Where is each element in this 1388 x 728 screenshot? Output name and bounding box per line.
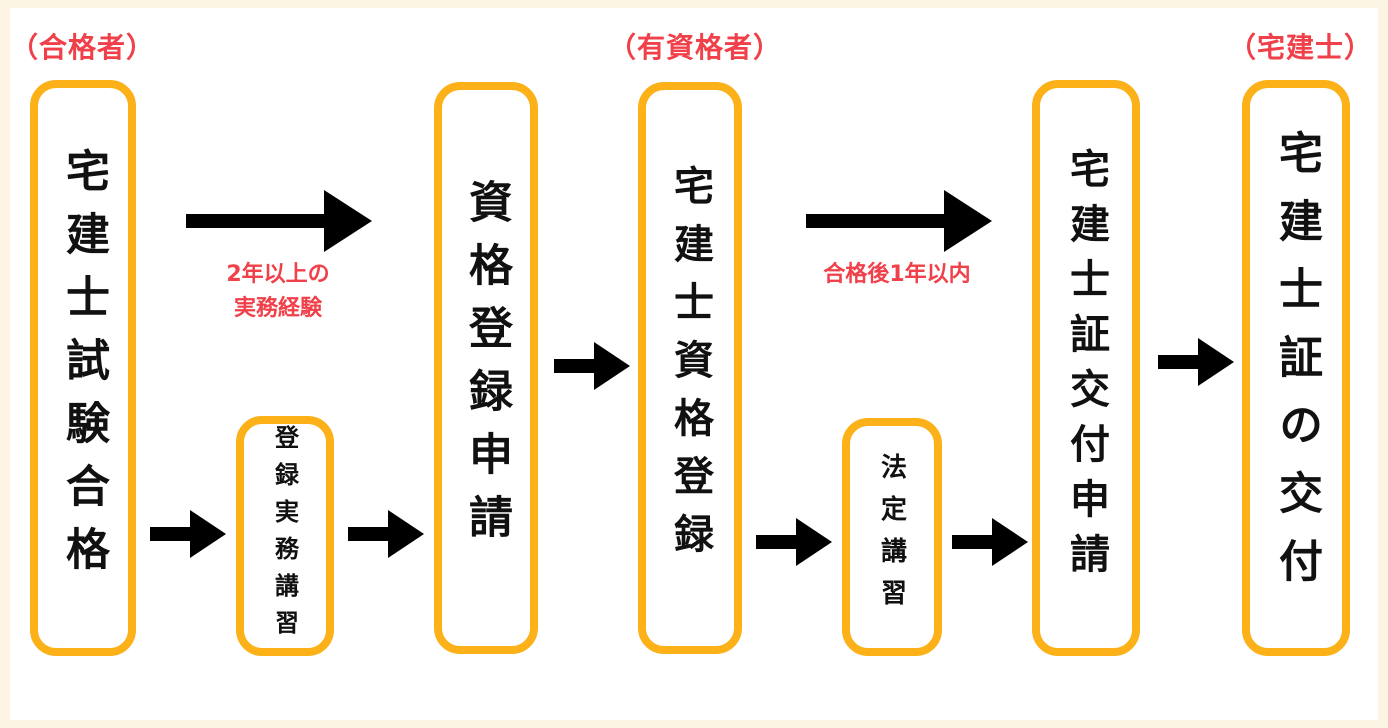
exam-pass-box: 宅建士試験合格 (30, 80, 136, 656)
card-issuance-text: 宅建士証の交付 (1271, 130, 1322, 606)
experience-note: 2年以上の 実務経験 (188, 258, 368, 326)
arrow-right-icon (1158, 338, 1234, 386)
within-year-note: 合格後1年以内 (823, 262, 971, 287)
registration-application-text: 資格登録申請 (461, 179, 512, 557)
long-arrow-right-icon (806, 190, 992, 252)
passer-label: （合格者） (10, 31, 156, 64)
registration-application-box: 資格登録申請 (434, 82, 538, 654)
qualified-label: （有資格者） (608, 31, 783, 64)
registration-training-box: 登録実務講習 (236, 416, 334, 656)
exam-pass-text: 宅建士試験合格 (58, 147, 109, 589)
arrow-right-icon (150, 510, 226, 558)
arrow-right-icon (952, 518, 1028, 566)
arrow-right-icon (348, 510, 424, 558)
experience-note-line2: 実務経験 (233, 296, 322, 321)
arrow-right-icon (756, 518, 832, 566)
long-arrow-right-icon (186, 190, 372, 252)
qualification-registration-text: 宅建士資格登録 (667, 165, 713, 571)
arrow-right-icon (554, 342, 630, 390)
qualification-registration-box: 宅建士資格登録 (638, 82, 742, 654)
experience-note-line1: 2年以上の (226, 262, 330, 287)
registration-training-text: 登録実務講習 (270, 425, 299, 647)
card-application-text: 宅建士証交付申請 (1063, 148, 1109, 588)
diagram-canvas: （合格者） （有資格者） （宅建士） 宅建士試験合格 登録実務講習 資格登録申請… (10, 8, 1378, 720)
card-application-box: 宅建士証交付申請 (1032, 80, 1140, 656)
licensed-label: （宅建士） (1228, 31, 1374, 64)
card-issuance-box: 宅建士証の交付 (1242, 80, 1350, 656)
statutory-training-box: 法定講習 (842, 418, 942, 656)
statutory-training-text: 法定講習 (876, 453, 907, 621)
